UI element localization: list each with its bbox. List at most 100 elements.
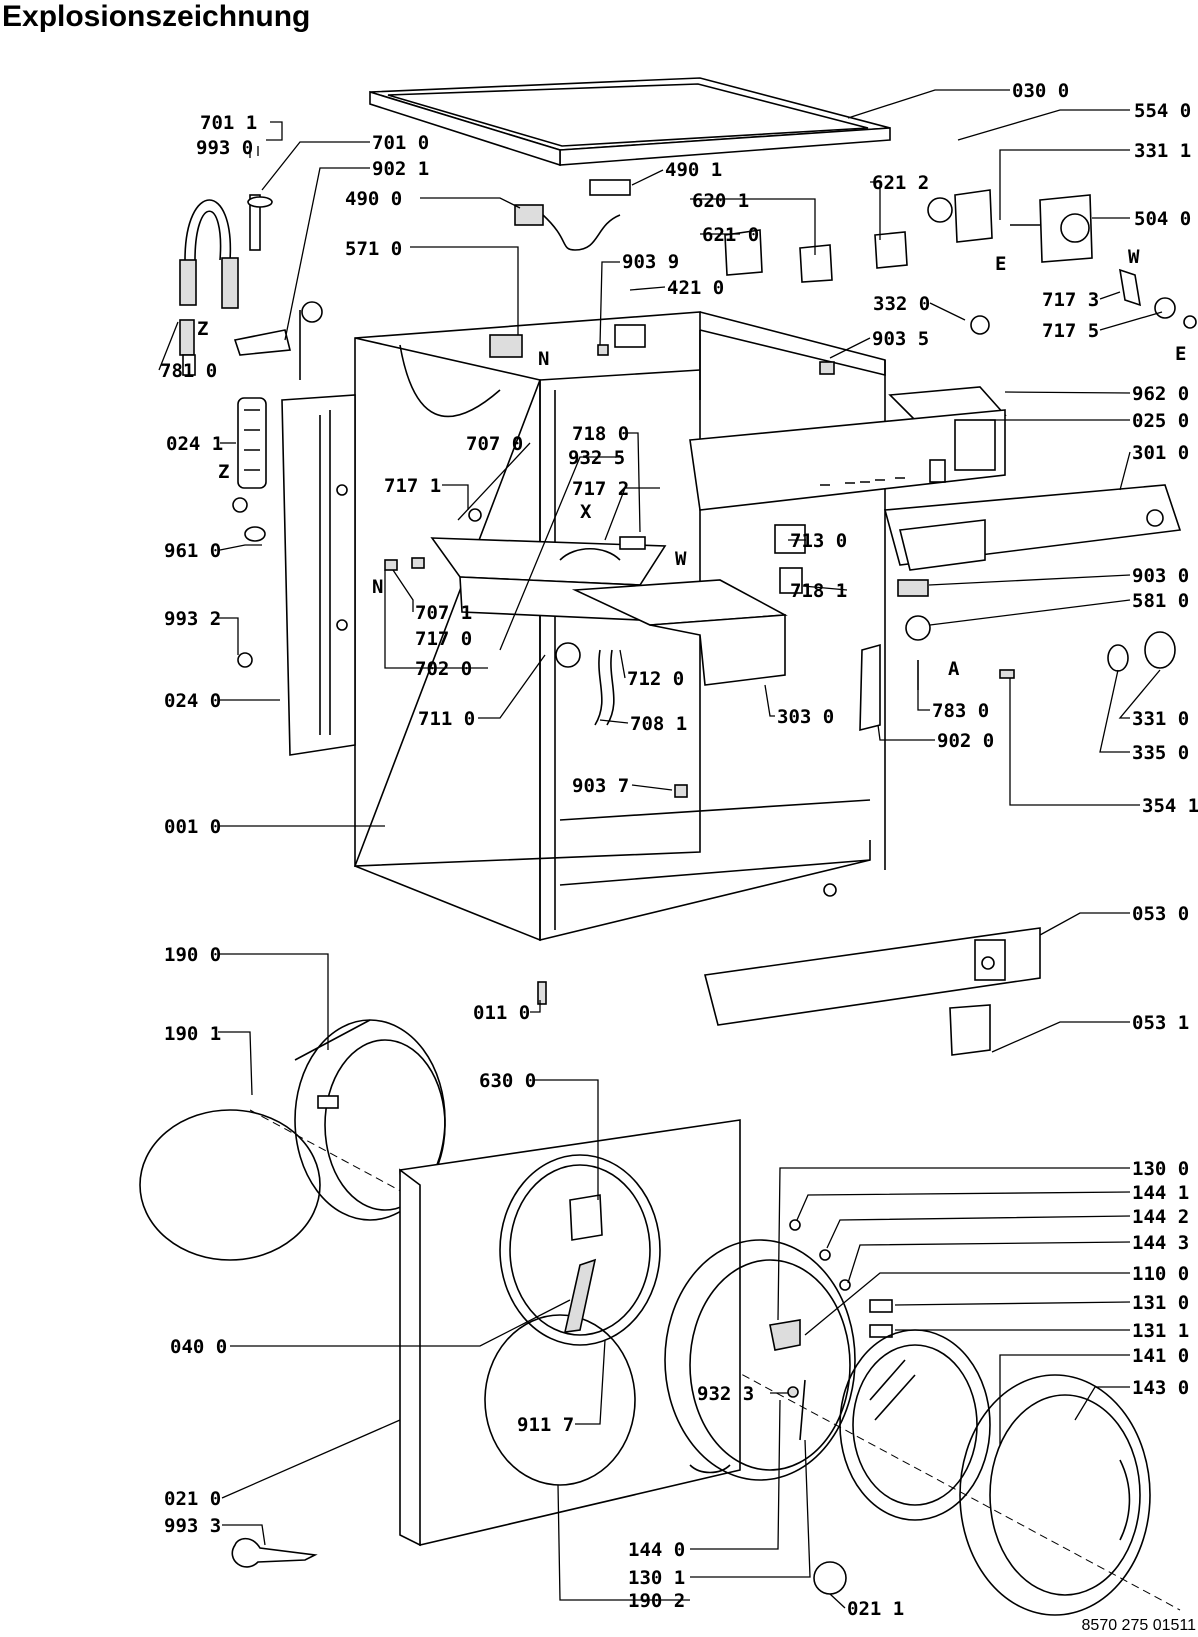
callout-label: 993 0 (196, 137, 253, 159)
callout-label: 903 9 (622, 251, 679, 273)
callout-label: 303 0 (777, 706, 834, 728)
detergent-dispenser (384, 508, 788, 726)
callout-label: 144 0 (628, 1539, 685, 1561)
callout-label: 581 0 (1132, 590, 1189, 612)
letter-marker-w: W (1128, 246, 1140, 268)
plinth (703, 927, 1041, 1056)
front-panel (399, 1119, 741, 1547)
callout-label: 571 0 (345, 238, 402, 260)
callout-label: 021 0 (164, 1488, 221, 1510)
callout-label: 903 7 (572, 775, 629, 797)
cabinet-frame (353, 311, 886, 942)
callout-label: 490 0 (345, 188, 402, 210)
callout-label: 144 2 (1132, 1206, 1189, 1228)
callout-label: 332 0 (873, 293, 930, 315)
water-valve (489, 324, 646, 358)
document-number: 8570 275 01511 (1081, 1617, 1196, 1634)
callout-label: 903 5 (872, 328, 929, 350)
callout-label: 421 0 (667, 277, 724, 299)
callout-label: 962 0 (1132, 383, 1189, 405)
callout-label: 130 0 (1132, 1158, 1189, 1180)
callout-label: 024 1 (166, 433, 223, 455)
letter-marker-z: Z (197, 318, 208, 340)
callout-label: 190 0 (164, 944, 221, 966)
side-panel (281, 394, 356, 756)
letter-marker-x: X (580, 501, 592, 523)
callout-label: 711 0 (418, 708, 475, 730)
callout-label: 902 0 (937, 730, 994, 752)
callout-label: 024 0 (164, 690, 221, 712)
callout-label: 011 0 (473, 1002, 530, 1024)
door-trim (664, 1219, 893, 1481)
callout-label: 932 5 (568, 447, 625, 469)
callout-label: 141 0 (1132, 1345, 1189, 1367)
letter-marker-e: E (1175, 343, 1186, 365)
letter-marker-n: N (538, 348, 549, 370)
leader-lines (158, 89, 1163, 1609)
callout-label: 144 3 (1132, 1232, 1189, 1254)
sensor-pin (917, 660, 1015, 690)
callout-label: 110 0 (1132, 1263, 1189, 1285)
callout-label: 053 0 (1132, 903, 1189, 925)
door-handle-021-1 (813, 1561, 847, 1595)
callout-label: 701 1 (200, 112, 257, 134)
callout-label: 053 1 (1132, 1012, 1189, 1034)
letter-marker-e: E (995, 253, 1006, 275)
small-components-right (970, 268, 1197, 335)
callout-label: 718 1 (790, 580, 847, 602)
top-lid (369, 77, 891, 167)
callout-label: 001 0 (164, 816, 221, 838)
callout-label: 911 7 (517, 1414, 574, 1436)
inlet-hoses (179, 194, 323, 380)
callout-label: 630 0 (479, 1070, 536, 1092)
callout-label: 331 1 (1134, 140, 1191, 162)
callout-label: 701 0 (372, 132, 429, 154)
callout-label: 025 0 (1132, 410, 1189, 432)
callout-label: 131 0 (1132, 1292, 1189, 1314)
callout-label: 030 0 (1012, 80, 1069, 102)
callout-label: 717 1 (384, 475, 441, 497)
callout-label: 490 1 (665, 159, 722, 181)
callout-label: 331 0 (1132, 708, 1189, 730)
door-glass (839, 1329, 991, 1521)
callout-label: 993 2 (164, 608, 221, 630)
callout-label: 143 0 (1132, 1377, 1189, 1399)
callout-label: 707 1 (415, 602, 472, 624)
callout-label: 040 0 (170, 1336, 227, 1358)
callout-label: 718 0 (572, 423, 629, 445)
callout-label: 903 0 (1132, 565, 1189, 587)
callout-label: 190 2 (628, 1590, 685, 1612)
callout-label: 961 0 (164, 540, 221, 562)
callout-label: 717 2 (572, 478, 629, 500)
callout-label: 554 0 (1134, 100, 1191, 122)
callout-label: 131 1 (1132, 1320, 1189, 1342)
callout-label: 783 0 (932, 700, 989, 722)
small-parts-left (232, 497, 688, 1005)
control-panel (689, 386, 1182, 571)
knobs (1107, 631, 1176, 672)
clip-903-5 (819, 361, 835, 375)
callout-label: 621 0 (702, 224, 759, 246)
detergent-parts-right (774, 524, 806, 594)
electronic-modules (724, 229, 908, 283)
callout-label: 717 3 (1042, 289, 1099, 311)
callout-label: 707 0 (466, 433, 523, 455)
callout-label: 712 0 (627, 668, 684, 690)
callout-label: 190 1 (164, 1023, 221, 1045)
letter-marker-w: W (675, 548, 687, 570)
callout-label: 620 1 (692, 190, 749, 212)
letter-marker-a: A (948, 658, 960, 680)
callout-label: 354 1 (1142, 795, 1198, 817)
power-cable (514, 179, 631, 251)
callout-label: 130 1 (628, 1567, 685, 1589)
pressure-switch (897, 579, 931, 641)
callout-label: 717 5 (1042, 320, 1099, 342)
callout-label: 144 1 (1132, 1182, 1189, 1204)
callout-label: 993 3 (164, 1515, 221, 1537)
bracket-902-0 (859, 643, 881, 732)
callout-label: 702 0 (415, 658, 472, 680)
callout-label: 713 0 (790, 530, 847, 552)
letter-marker-n: N (372, 576, 383, 598)
